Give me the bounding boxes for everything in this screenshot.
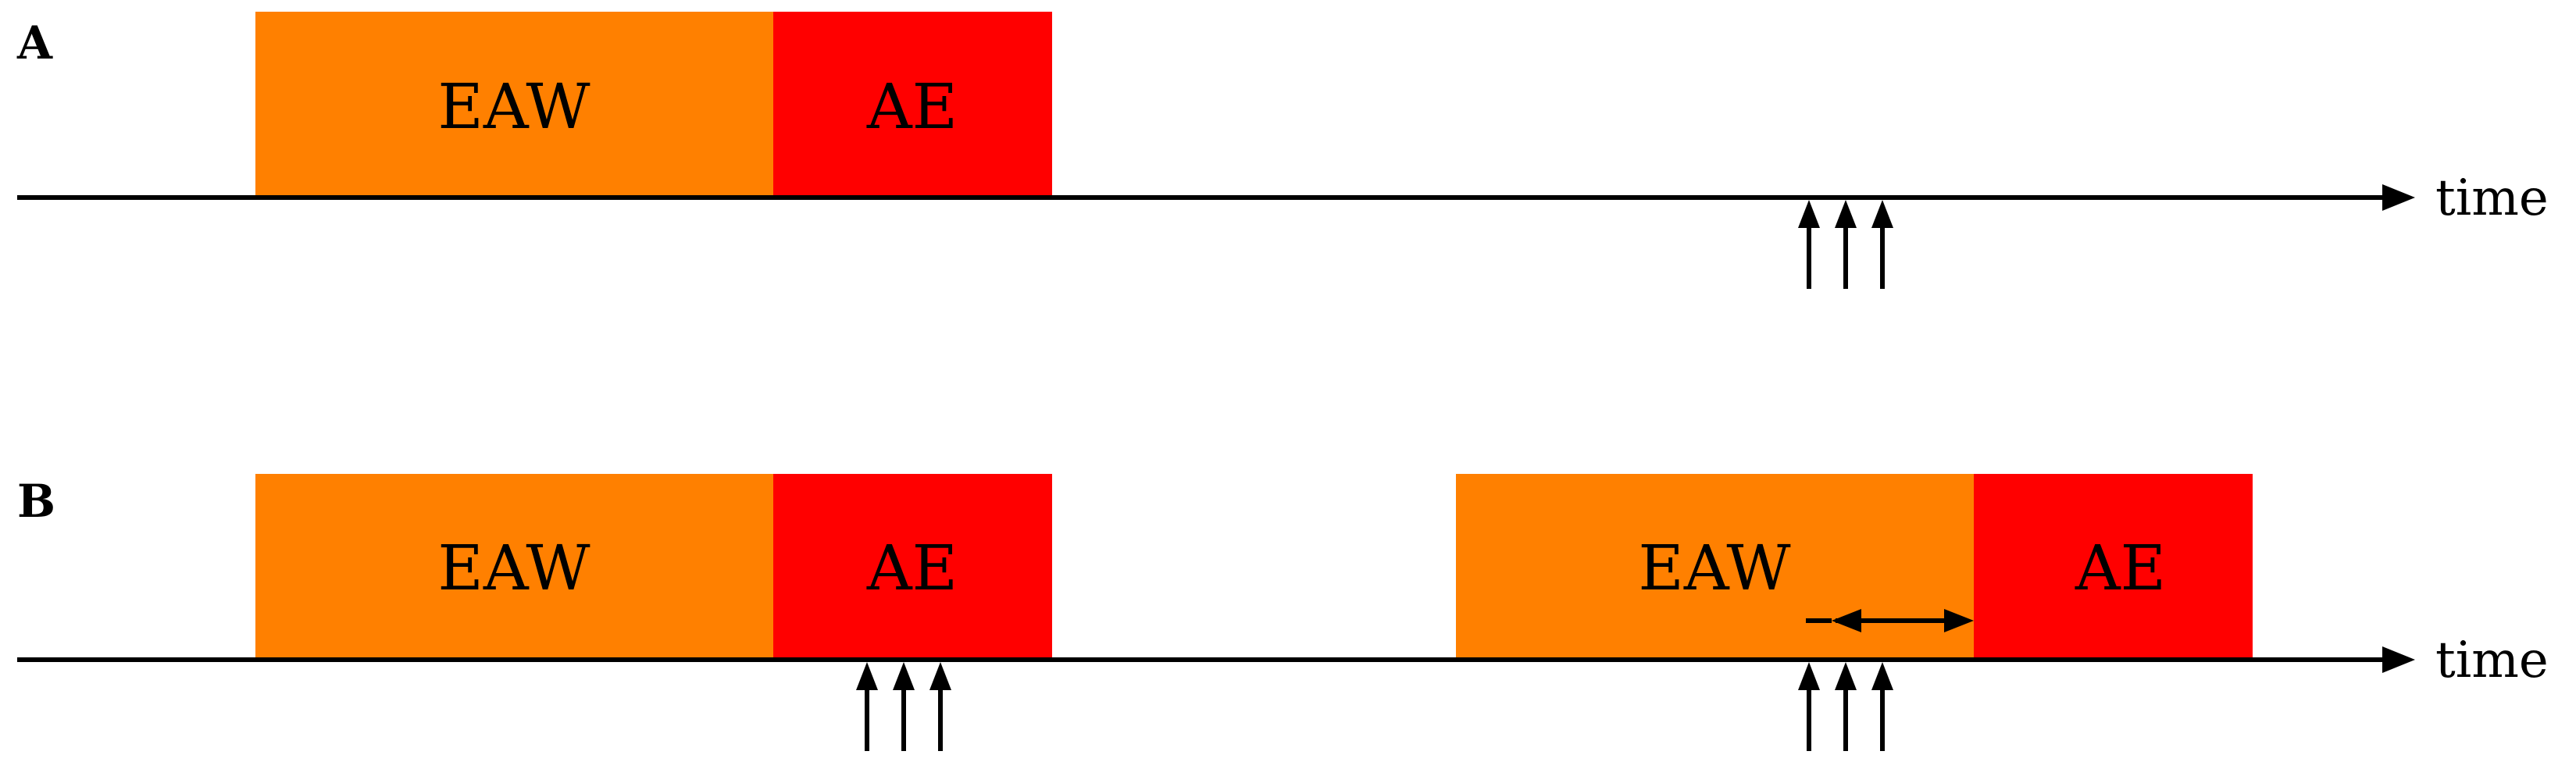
eaw-box xyxy=(1456,474,1974,660)
panel-b: B EAW AE EAW AE time xyxy=(17,474,2549,751)
time-axis xyxy=(17,184,2415,211)
up-arrow xyxy=(856,662,878,751)
interval-double-arrow xyxy=(1806,609,1974,632)
time-axis xyxy=(17,646,2415,673)
up-arrow xyxy=(929,662,951,751)
up-arrow xyxy=(1871,200,1893,289)
eaw-label: EAW xyxy=(437,70,590,143)
axis-arrowhead xyxy=(2382,184,2415,211)
panel-label-b: B xyxy=(17,475,55,528)
eaw-box xyxy=(255,12,773,198)
ae-box xyxy=(773,474,1052,660)
event-arrows xyxy=(1798,200,1893,289)
event-arrows xyxy=(1798,662,1893,751)
up-arrow xyxy=(893,662,915,751)
event-arrows xyxy=(856,662,951,751)
ae-label: AE xyxy=(866,532,958,604)
up-arrow xyxy=(1798,200,1820,289)
up-arrow xyxy=(1798,662,1820,751)
ae-label: AE xyxy=(866,70,958,143)
panel-a: A EAW AE time xyxy=(16,12,2549,289)
eaw-box xyxy=(255,474,773,660)
up-arrow xyxy=(1835,662,1857,751)
axis-label-time: time xyxy=(2435,169,2549,227)
ae-box xyxy=(1974,474,2253,660)
up-arrow xyxy=(1871,662,1893,751)
eaw-label: EAW xyxy=(1638,532,1790,604)
axis-arrowhead xyxy=(2382,646,2415,673)
ae-label: AE xyxy=(2075,532,2166,604)
panel-label-a: A xyxy=(16,16,53,69)
eaw-label: EAW xyxy=(437,532,590,604)
up-arrow xyxy=(1835,200,1857,289)
ae-box xyxy=(773,12,1052,198)
axis-label-time: time xyxy=(2435,632,2549,689)
